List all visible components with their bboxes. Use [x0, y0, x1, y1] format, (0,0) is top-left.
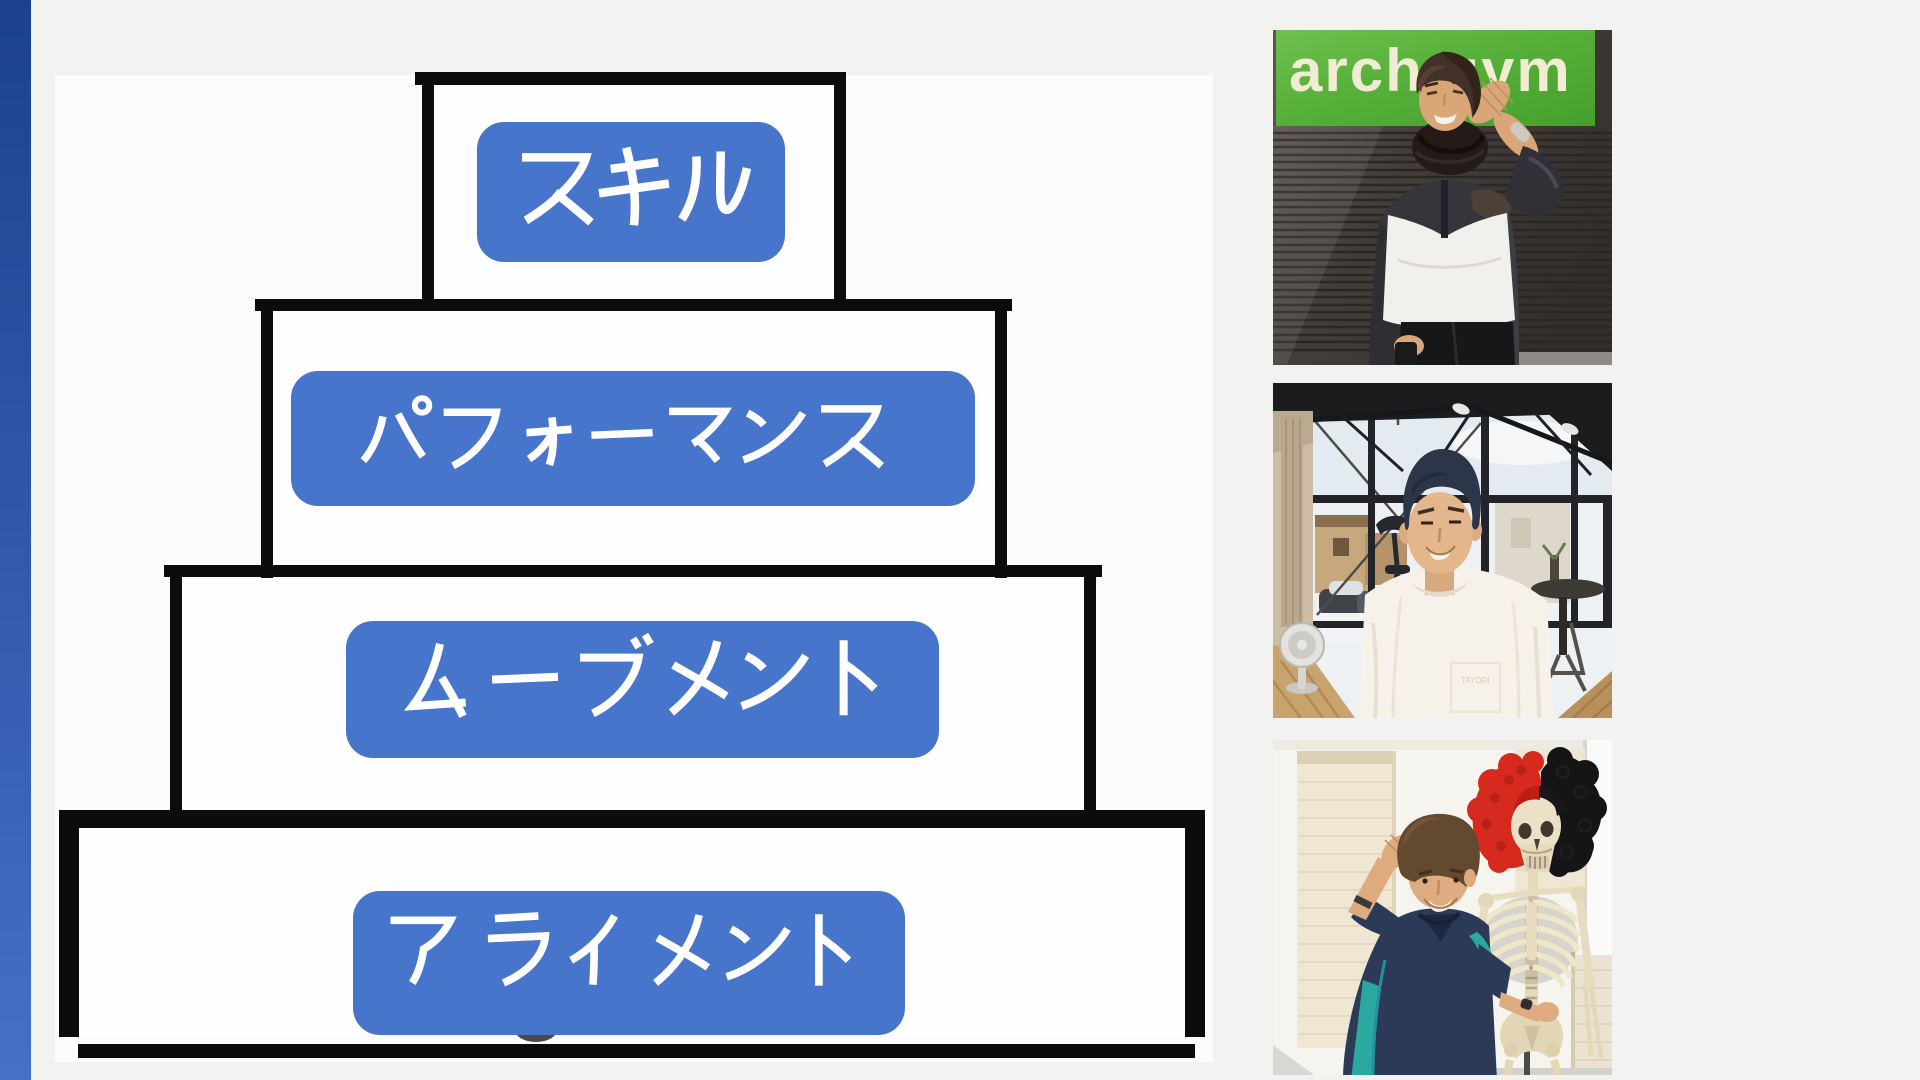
svg-text:TAYORI: TAYORI — [1461, 676, 1490, 685]
